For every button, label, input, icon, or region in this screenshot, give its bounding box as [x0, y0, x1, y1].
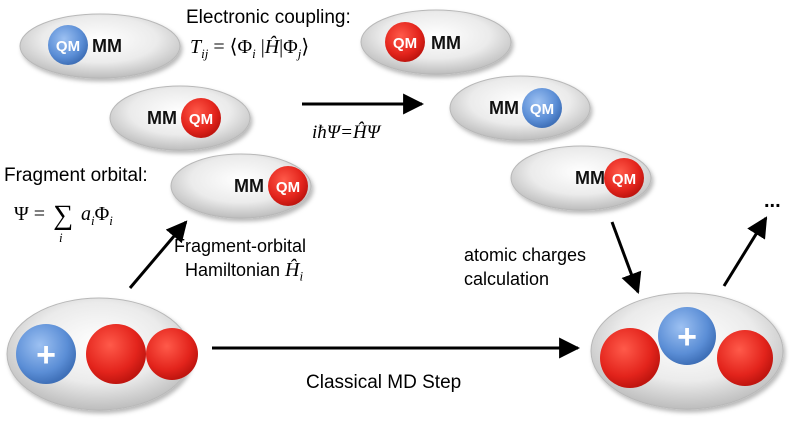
- qm-sphere-red: [385, 22, 425, 62]
- fragment-mm-qm-middle-right: MM QM: [449, 75, 591, 141]
- electronic-coupling-title: Electronic coupling:: [186, 7, 351, 28]
- mm-label: MM: [489, 98, 519, 118]
- mm-label: MM: [431, 33, 461, 53]
- arrow-to-atomic-charges: [610, 221, 642, 294]
- mm-label: MM: [147, 108, 177, 128]
- fragment-orbital-title: Fragment orbital:: [4, 165, 148, 186]
- charged-sphere-blue: [16, 324, 76, 384]
- qm-label: QM: [393, 35, 417, 52]
- charged-sphere-blue: [658, 307, 716, 365]
- qm-label: QM: [276, 179, 300, 196]
- hamiltonian-label-line1: Fragment-orbital: [174, 236, 307, 256]
- neutral-sphere-red: [717, 330, 773, 386]
- arrow-next-step: [722, 216, 768, 287]
- mm-label: MM: [92, 36, 122, 56]
- fragment-orbital-equation: Ψ = ∑ i aiΦi: [14, 200, 113, 245]
- fragment-mm-qm-lower-left: MM QM: [170, 153, 312, 219]
- qm-label: QM: [530, 101, 554, 118]
- qm-sphere-blue: [522, 88, 562, 128]
- mm-label: MM: [575, 168, 605, 188]
- qm-label: QM: [189, 111, 213, 128]
- coupling-equation: Tij = ⟨Φi |Ĥ|Φj⟩: [190, 36, 310, 61]
- plus-sign: +: [36, 336, 56, 374]
- fragment-qm-mm-top-left: QM MM: [19, 13, 181, 79]
- arrow-to-fragments: [128, 220, 188, 289]
- atomic-charges-line2: calculation: [464, 269, 550, 289]
- atomic-charges-line1: atomic charges: [464, 245, 587, 265]
- neutral-sphere-red: [146, 328, 198, 380]
- qm-sphere-red: [604, 158, 644, 198]
- qm-label: QM: [612, 171, 636, 188]
- qm-sphere-red: [181, 98, 221, 138]
- molecule-final: +: [590, 292, 784, 410]
- fragment-qm-mm-top-right: QM MM: [360, 9, 512, 75]
- neutral-sphere-red: [600, 328, 660, 388]
- qm-sphere-red: [268, 166, 308, 206]
- classical-md-step-label: Classical MD Step: [306, 372, 462, 393]
- neutral-sphere-red: [86, 324, 146, 384]
- hamiltonian-label-line2: Hamiltonian Ĥi: [185, 259, 304, 284]
- molecule-initial: +: [6, 297, 198, 411]
- ellipsis-continuation: ...: [764, 190, 781, 212]
- fragment-mm-qm-middle-left: MM QM: [109, 85, 251, 151]
- fragment-mm-qm-lower-right: MM QM: [510, 145, 652, 211]
- qm-sphere-blue: [48, 25, 88, 65]
- plus-sign: +: [677, 318, 697, 356]
- qm-label: QM: [56, 38, 80, 55]
- mm-label: MM: [234, 176, 264, 196]
- schrodinger-equation: iħΨ=ĤΨ: [312, 122, 381, 143]
